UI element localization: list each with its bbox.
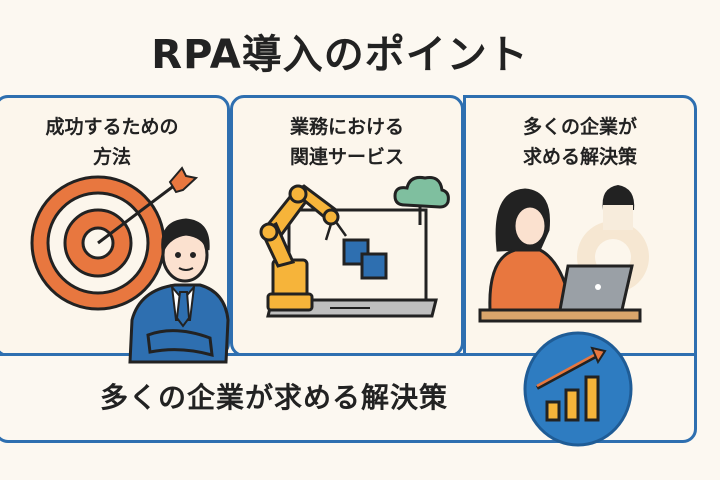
panel-success-method: 成功するための 方法 <box>0 95 230 357</box>
panel-title: 多くの企業が 求める解決策 <box>522 116 637 168</box>
panel-title: 業務における 関連サービス <box>289 116 404 168</box>
panel-related-services: 業務における 関連サービス <box>230 95 464 357</box>
panel-solutions: 多くの企業が 求める解決策 <box>463 95 697 357</box>
page-title: RPA導入のポイント <box>151 32 529 78</box>
panel-title: 成功するための 方法 <box>45 116 179 168</box>
bottom-banner-text: 多くの企業が求める解決策 <box>100 381 449 414</box>
